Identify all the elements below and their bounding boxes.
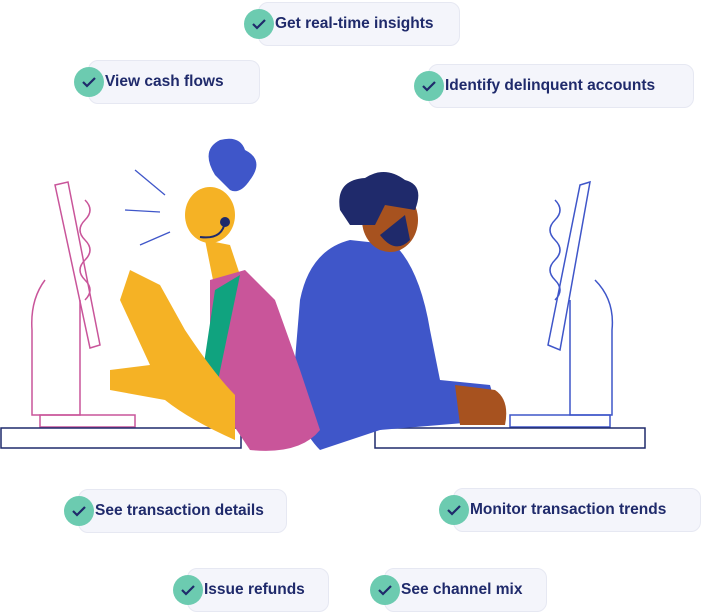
feature-label: Get real-time insights bbox=[275, 15, 434, 32]
check-icon bbox=[64, 496, 94, 526]
desk-left bbox=[0, 427, 242, 449]
feature-label: Issue refunds bbox=[204, 581, 305, 598]
feature-see-channel-mix: See channel mix bbox=[370, 568, 547, 612]
check-icon bbox=[370, 575, 400, 605]
check-icon bbox=[439, 495, 469, 525]
left-monitor bbox=[31, 181, 136, 428]
check-icon bbox=[414, 71, 444, 101]
right-monitor bbox=[509, 180, 614, 428]
feature-monitor-transaction-trends: Monitor transaction trends bbox=[439, 488, 701, 532]
feature-issue-refunds: Issue refunds bbox=[173, 568, 329, 612]
feature-label: Identify delinquent accounts bbox=[445, 77, 656, 94]
feature-identify-delinquent-accounts: Identify delinquent accounts bbox=[414, 64, 694, 108]
feature-view-cash-flows: View cash flows bbox=[74, 60, 260, 104]
feature-real-time-insights: Get real-time insights bbox=[244, 2, 460, 46]
check-icon bbox=[173, 575, 203, 605]
check-icon bbox=[244, 9, 274, 39]
woman-figure bbox=[110, 138, 320, 451]
feature-label: See channel mix bbox=[401, 581, 523, 598]
man-figure bbox=[294, 171, 507, 450]
desk-right bbox=[374, 427, 646, 449]
check-icon bbox=[74, 67, 104, 97]
feature-label: Monitor transaction trends bbox=[470, 501, 667, 518]
feature-see-transaction-details: See transaction details bbox=[64, 489, 287, 533]
feature-label: View cash flows bbox=[105, 73, 224, 90]
feature-label: See transaction details bbox=[95, 502, 264, 519]
